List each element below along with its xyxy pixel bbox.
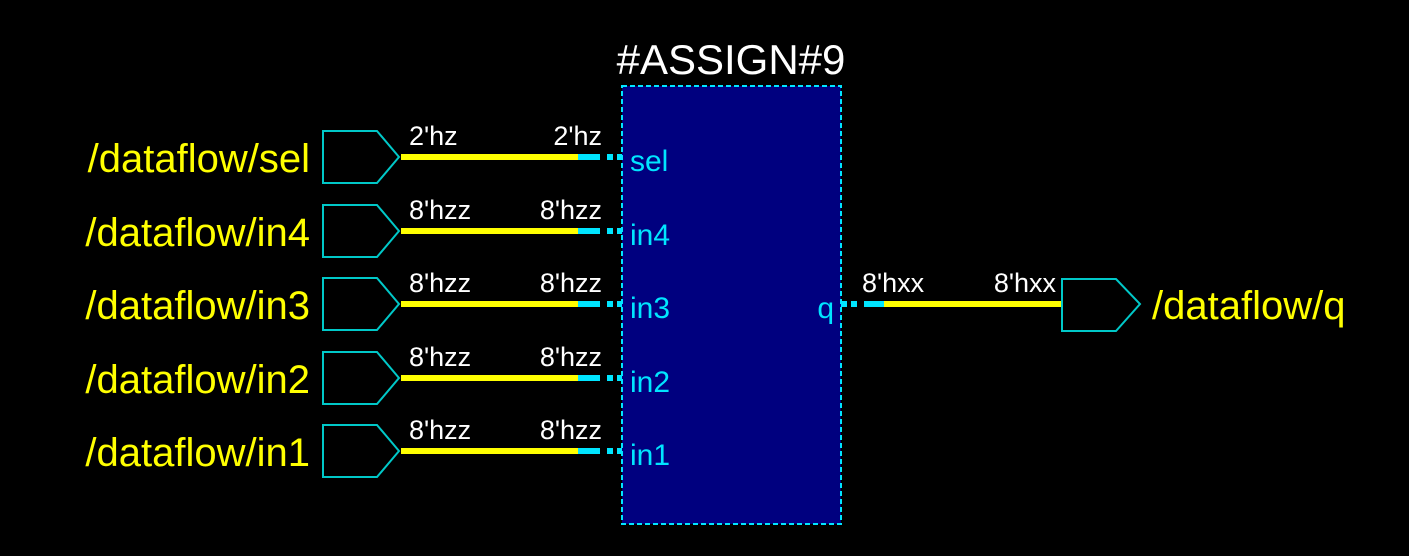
assign-block-body[interactable] — [621, 85, 842, 525]
input-port-symbol-in2[interactable] — [322, 351, 401, 405]
input-row-4: /dataflow/in1 8'hzz 8'hzz in1 — [85, 415, 670, 478]
input-row-0: /dataflow/sel 2'hz 2'hz sel — [88, 121, 668, 184]
block-pin-q: q — [817, 292, 834, 325]
input-port-label-in1[interactable]: /dataflow/in1 — [85, 431, 310, 475]
input-value-dst-in2: 8'hzz — [540, 342, 602, 372]
input-value-src-in1: 8'hzz — [409, 415, 471, 445]
input-port-symbol-in4[interactable] — [322, 204, 401, 258]
input-port-symbol-in3[interactable] — [322, 277, 401, 331]
input-value-src-in2: 8'hzz — [409, 342, 471, 372]
block-pin-in2: in2 — [630, 366, 670, 399]
input-value-src-sel: 2'hz — [409, 121, 458, 151]
input-value-dst-in4: 8'hzz — [540, 195, 602, 225]
block-pin-in3: in3 — [630, 292, 670, 325]
block-pin-in1: in1 — [630, 439, 670, 472]
input-port-label-in3[interactable]: /dataflow/in3 — [85, 284, 310, 328]
output-value-dst-q: 8'hxx — [994, 268, 1057, 298]
input-port-label-in2[interactable]: /dataflow/in2 — [85, 358, 310, 402]
input-row-3: /dataflow/in2 8'hzz 8'hzz in2 — [85, 342, 670, 405]
input-value-dst-in3: 8'hzz — [540, 268, 602, 298]
input-port-symbol-sel[interactable] — [322, 130, 401, 184]
output-value-src-q: 8'hxx — [862, 268, 925, 298]
block-pin-in4: in4 — [630, 219, 670, 252]
block-pin-sel: sel — [630, 145, 668, 178]
output-port-label-q[interactable]: /dataflow/q — [1152, 284, 1345, 328]
output-port-symbol-q[interactable] — [1061, 278, 1142, 332]
input-port-label-sel[interactable]: /dataflow/sel — [88, 137, 310, 181]
input-value-src-in4: 8'hzz — [409, 195, 471, 225]
input-value-dst-sel: 2'hz — [553, 121, 602, 151]
assign-block-title: #ASSIGN#9 — [617, 36, 846, 83]
output-row: q 8'hxx 8'hxx /dataflow/q — [817, 268, 1345, 332]
input-value-dst-in1: 8'hzz — [540, 415, 602, 445]
input-port-symbol-in1[interactable] — [322, 424, 401, 478]
input-value-src-in3: 8'hzz — [409, 268, 471, 298]
assign-block[interactable]: #ASSIGN#9 — [617, 36, 846, 525]
input-port-label-in4[interactable]: /dataflow/in4 — [85, 211, 310, 255]
input-row-1: /dataflow/in4 8'hzz 8'hzz in4 — [85, 195, 670, 258]
input-row-2: /dataflow/in3 8'hzz 8'hzz in3 — [85, 268, 670, 331]
